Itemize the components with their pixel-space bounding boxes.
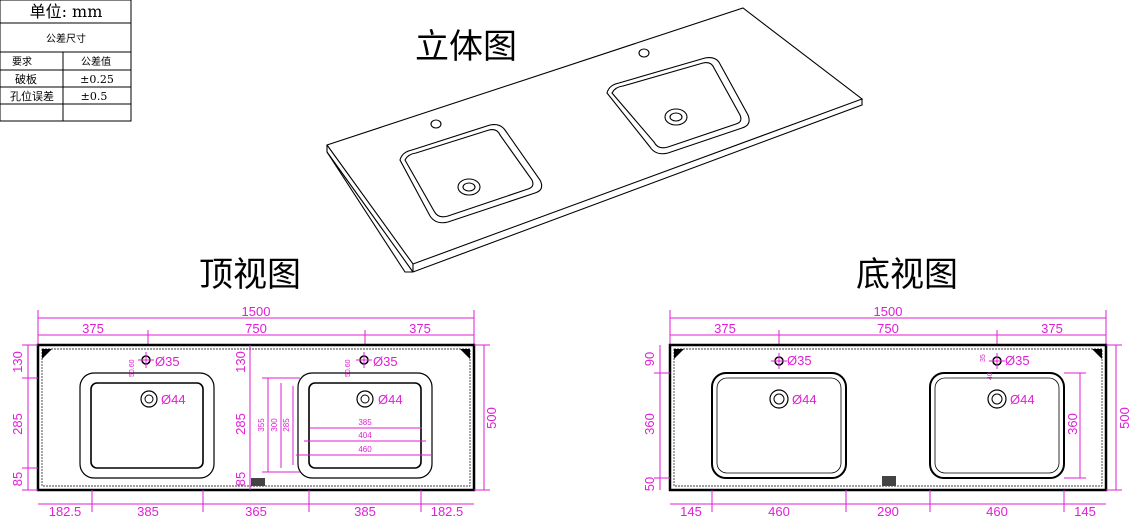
dim-v-85-left: 85 [10,472,25,486]
dim-bottom-2: 385 [137,504,159,519]
dim-v-50: 50 [642,477,657,491]
dim-bottom-1: 145 [680,504,702,519]
drain-right-label: Ø44 [1010,392,1035,407]
dim-v-130-right: 130 [233,351,248,373]
small-dim-left: 50.60 [129,359,136,377]
dim-v-285b: 285 [282,418,291,432]
dim-bottom-2: 460 [768,504,790,519]
dim-v-360-left: 360 [642,413,657,435]
drain-left-label: Ø44 [792,392,817,407]
row-value: ±0.25 [80,73,114,86]
dim-v-355: 355 [257,418,266,432]
row-item: 破板 [15,72,37,86]
dim-seg-right: 375 [409,321,431,336]
tap-hole-right-label: Ø35 [373,354,398,369]
header-requirement: 要求 [12,56,32,68]
dim-depth: 500 [1117,407,1132,429]
isometric-view [326,7,864,273]
dim-bottom-5: 182.5 [431,504,464,519]
small-dim-40: 40 [987,372,994,380]
top-view: 1500 375 750 375 Ø35 Ø44 50.60 Ø35 [10,304,499,519]
iso-view-title: 立体图 [415,27,517,67]
dim-bottom-3: 290 [877,504,899,519]
dim-seg-mid: 750 [877,321,899,336]
small-dim-35: 35 [980,354,987,362]
dim-seg-right: 375 [1041,321,1063,336]
dim-bottom-1: 182.5 [49,504,82,519]
dim-v-285-right: 285 [233,413,248,435]
dim-depth: 500 [484,407,499,429]
top-view-title: 顶视图 [199,255,301,295]
dim-v-285-left: 285 [10,413,25,435]
dim-overall-width: 1500 [242,304,271,319]
dim-seg-left: 375 [714,321,736,336]
dim-v-130-left: 130 [10,351,25,373]
dim-bottom-5: 145 [1074,504,1096,519]
tolerance-table: 单位: mm 公差尺寸 要求 公差值 破板 ±0.25 孔位误差 ±0.5 [0,0,132,122]
dim-bottom-4: 460 [986,504,1008,519]
small-dim-right: 50.60 [345,359,352,377]
dim-v-90: 90 [642,352,657,366]
dim-seg-mid: 750 [245,321,267,336]
dim-inner-460: 460 [358,445,372,454]
tap-hole-right-label: Ø35 [1005,353,1030,368]
drain-right-label: Ø44 [378,392,403,407]
header-value: 公差值 [81,55,111,68]
dim-v-360-right: 360 [1065,413,1080,435]
dim-seg-left: 375 [82,321,104,336]
tap-hole-left-label: Ø35 [155,354,180,369]
dim-v-85-right: 85 [233,472,248,486]
bottom-view-title: 底视图 [856,255,958,295]
row-item: 孔位误差 [10,89,54,103]
row-value: ±0.5 [81,90,108,103]
dim-bottom-4: 385 [354,504,376,519]
dim-overall-width: 1500 [874,304,903,319]
drain-left-label: Ø44 [161,392,186,407]
dim-inner-404: 404 [358,431,372,440]
unit-label: 单位: mm [30,2,103,21]
dim-bottom-3: 365 [245,504,267,519]
table-subtitle: 公差尺寸 [46,32,86,45]
dim-inner-385: 385 [358,418,372,427]
bottom-view: 1500 375 750 375 Ø35 Ø44 Ø35 Ø44 35 40 [642,304,1132,519]
dim-v-300: 300 [270,418,279,432]
tap-hole-left-label: Ø35 [787,353,812,368]
